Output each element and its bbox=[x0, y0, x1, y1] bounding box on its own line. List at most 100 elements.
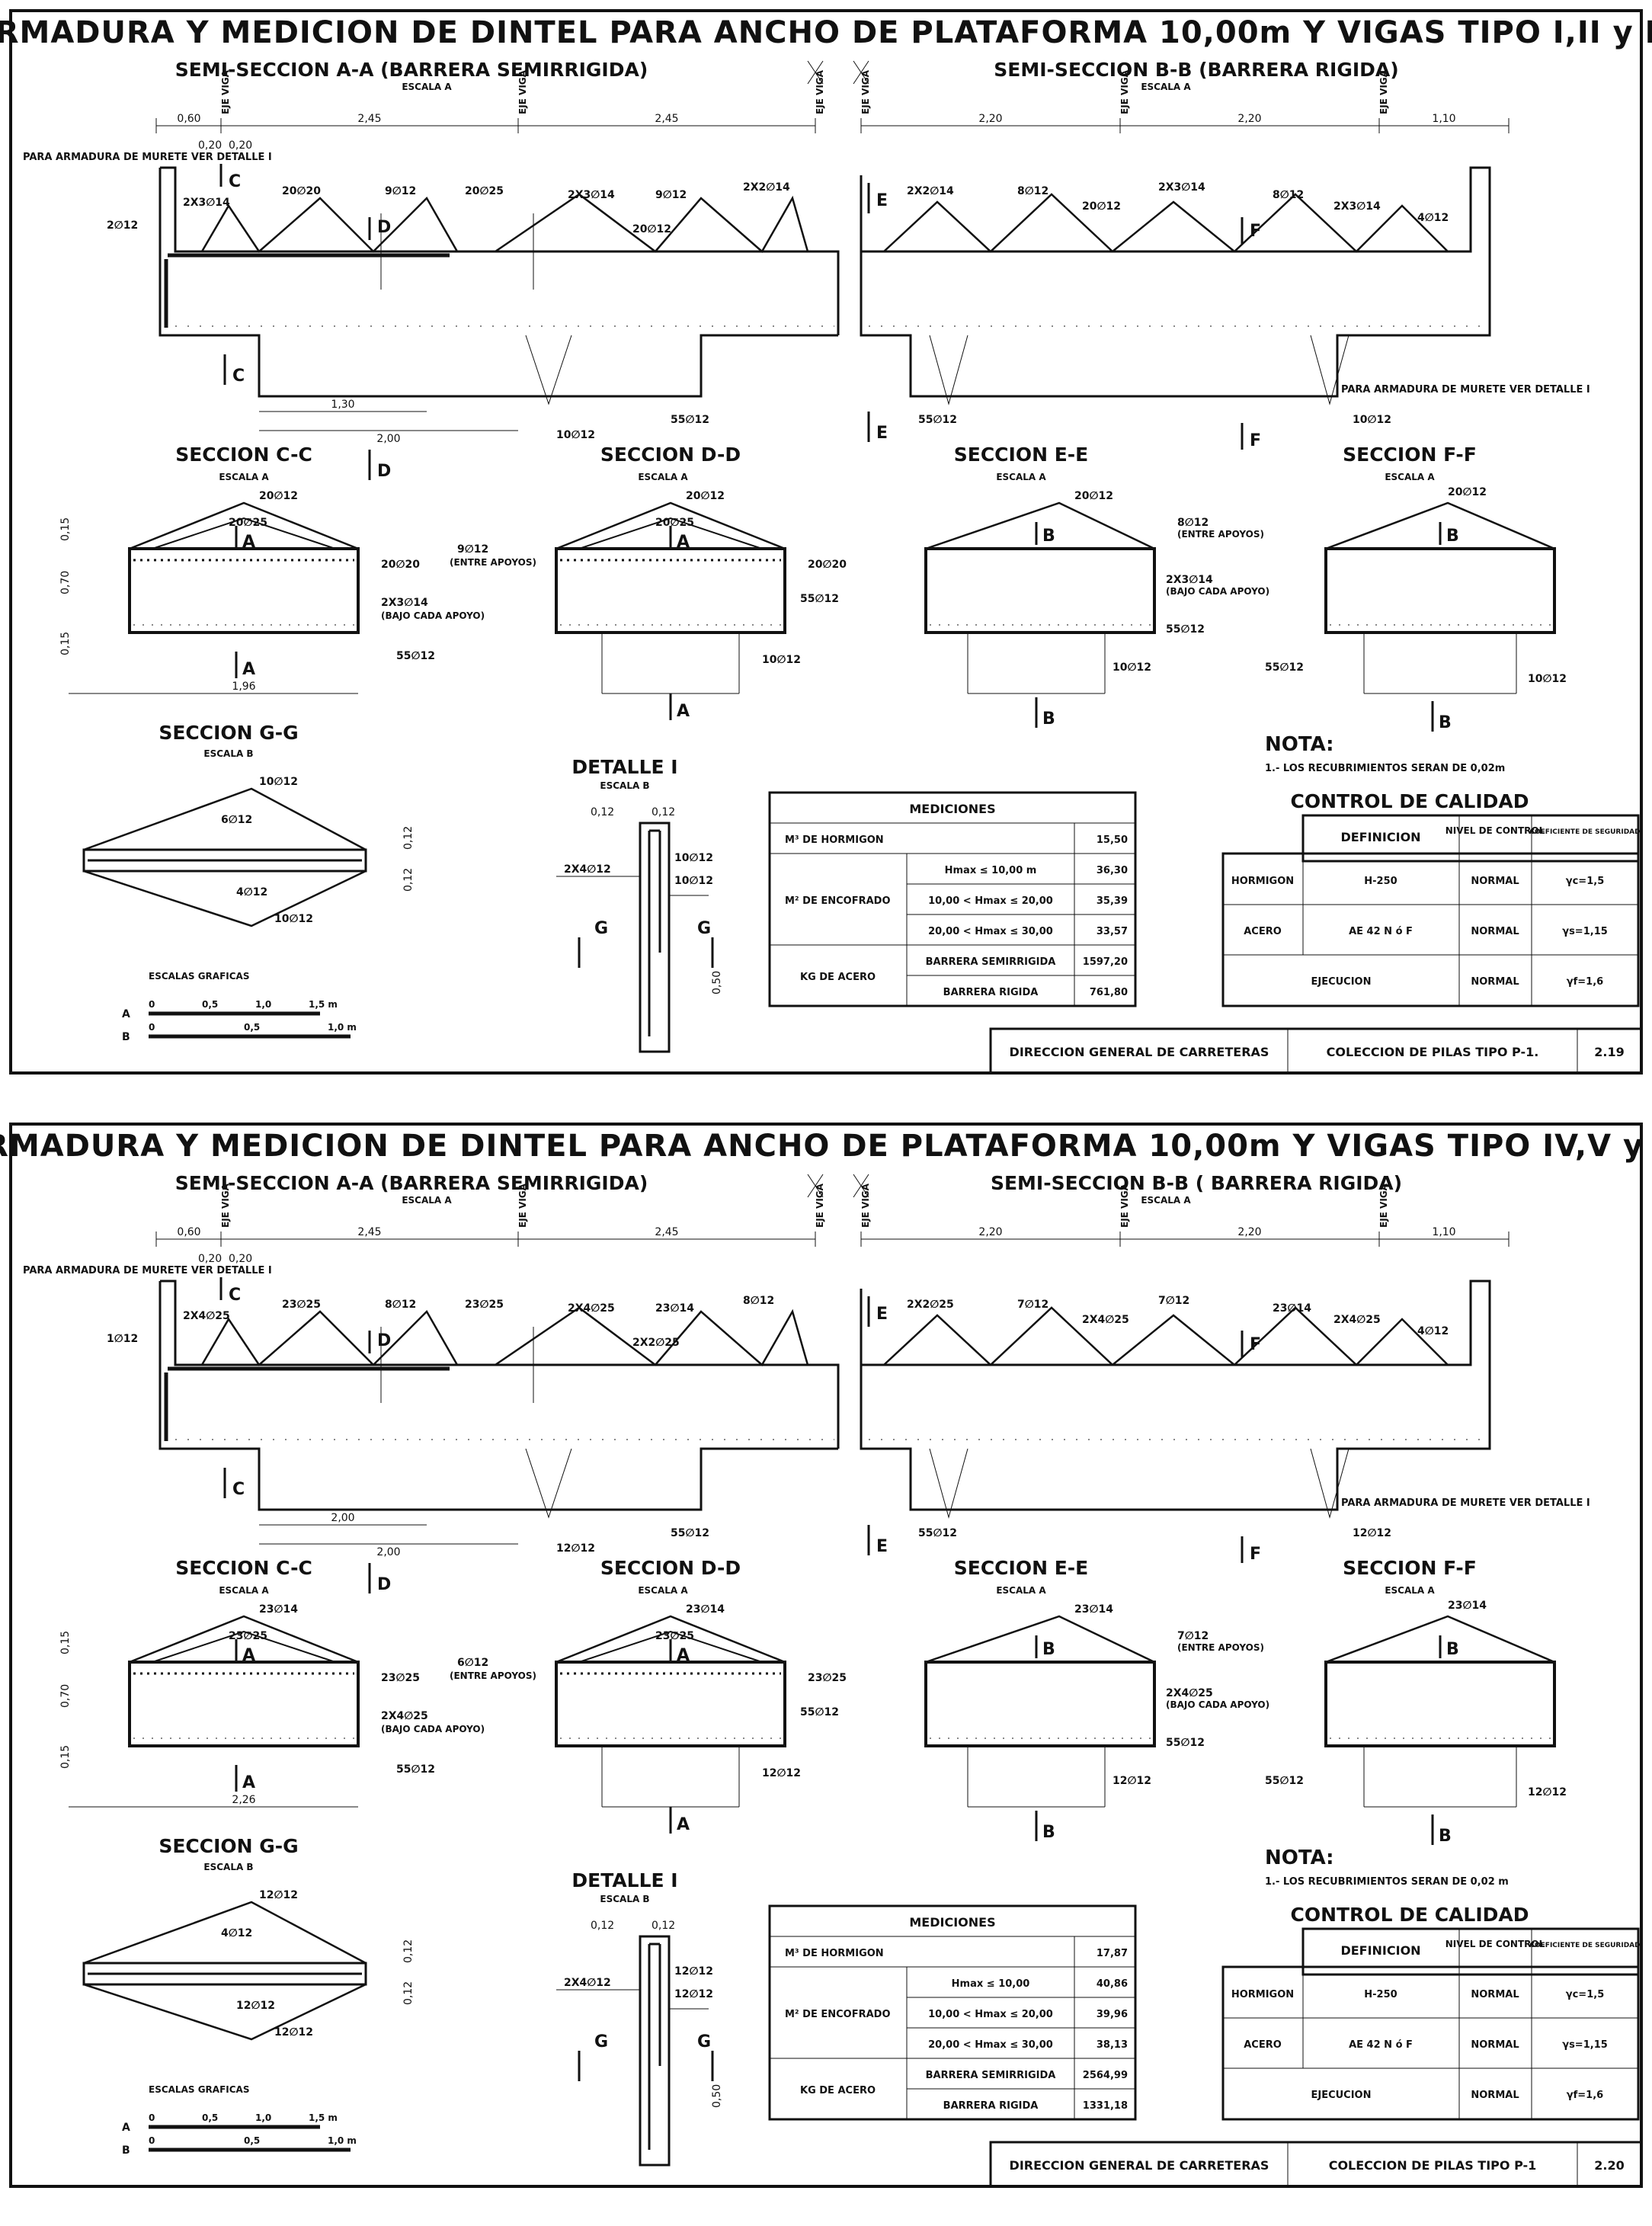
semi-section-a-elevation: 0,60 2,45 2,45 0,20 0,20 EJE VIGA EJE VI… bbox=[23, 1174, 840, 1594]
label-dd-4: 10∅12 bbox=[762, 654, 801, 666]
section-ee-title: SECCION E-E bbox=[954, 1557, 1089, 1579]
footer-coleccion: COLECCION DE PILAS TIPO P-1 bbox=[1329, 2158, 1537, 2173]
label-b-4: 23∅14 bbox=[1273, 1302, 1311, 1315]
section-letter-c-bot: C bbox=[232, 367, 245, 386]
label-cc-1: 23∅25 bbox=[229, 1630, 267, 1642]
control-ejec-coef: γf=1,6 bbox=[1567, 976, 1603, 988]
control-h-nivel: NIVEL DE CONTROL bbox=[1446, 1939, 1545, 1949]
section-gg-scale: ESCALA B bbox=[203, 1862, 253, 1872]
graphic-scales: ESCALAS GRAFICAS A B 0 0,5 1,0 1,5 m 0 0… bbox=[122, 971, 357, 1043]
detail-scale: ESCALA B bbox=[600, 1894, 649, 1904]
sheet-border bbox=[9, 9, 1643, 1075]
label-ee-3: 55∅12 bbox=[1166, 623, 1205, 636]
label-gg-2: 4∅12 bbox=[236, 886, 267, 898]
control-row-1-def: AE 42 N ó F bbox=[1349, 926, 1413, 937]
dim-a-0: 0,60 bbox=[177, 113, 200, 125]
section-cc: SECCION C-C ESCALA A 1,96 20∅12 20∅25 20… bbox=[59, 444, 485, 694]
scale-a-tick-1: 0,5 bbox=[202, 999, 218, 1010]
section-letter-f-bot: F bbox=[1250, 1545, 1261, 1564]
label-b-7: 55∅12 bbox=[918, 414, 957, 426]
label-b-1: 8∅12 bbox=[1017, 185, 1049, 197]
label-cc-3: 2X4∅25 bbox=[381, 1710, 428, 1722]
section-letter-b-ff-bot: B bbox=[1439, 713, 1452, 732]
dim-cc-h1: 0,15 bbox=[59, 1631, 72, 1654]
dim-a-0: 0,60 bbox=[177, 1226, 200, 1238]
label-ff-4: 12∅12 bbox=[1528, 1786, 1567, 1798]
footer-strip: DIRECCION GENERAL DE CARRETERAS COLECCIO… bbox=[989, 2141, 1643, 2188]
section-letter-a-cc-bot: A bbox=[242, 660, 255, 679]
label-ee-2: (BAJO CADA APOYO) bbox=[1166, 1699, 1269, 1710]
section-ee: SECCION E-E ESCALA A 20∅12 2X3∅14 (BAJO … bbox=[924, 444, 1269, 729]
label-gg-0: 10∅12 bbox=[259, 776, 298, 788]
scale-b-tick-2: 1,0 m bbox=[328, 2135, 357, 2146]
label-dd-6: (ENTRE APOYOS) bbox=[450, 1670, 536, 1681]
scale-a-tick-3: 1,5 m bbox=[309, 2112, 338, 2123]
section-letter-e-top: E bbox=[876, 191, 888, 210]
section-dd: SECCION D-D ESCALA A 23∅14 23∅25 23∅25 5… bbox=[450, 1557, 847, 1834]
section-letter-b-ee-bot: B bbox=[1042, 709, 1055, 729]
label-cc-0: 20∅12 bbox=[259, 490, 298, 502]
scale-a-tick-1: 0,5 bbox=[202, 2112, 218, 2123]
mediciones-hormigon-label: M³ DE HORMIGON bbox=[785, 1948, 884, 1959]
section-letter-b-ff-top: B bbox=[1446, 527, 1459, 546]
scale-b-tick-0: 0 bbox=[149, 2135, 155, 2146]
dim-b-1: 2,20 bbox=[1237, 1226, 1261, 1238]
detail-dim-0: 0,12 bbox=[591, 806, 614, 818]
mediciones-encofrado-label: M² DE ENCOFRADO bbox=[785, 2009, 891, 2020]
label-a-8: 1∅12 bbox=[107, 1333, 138, 1345]
mediciones-hormigon-value: 15,50 bbox=[1097, 834, 1128, 846]
section-gg-title: SECCION G-G bbox=[158, 1835, 298, 1857]
label-b-6: 4∅12 bbox=[1417, 1325, 1449, 1337]
control-title: CONTROL DE CALIDAD bbox=[1290, 790, 1529, 812]
murete-note-a: PARA ARMADURA DE MURETE VER DETALLE I bbox=[23, 152, 272, 163]
section-cc: SECCION C-C ESCALA A 2,26 23∅14 23∅25 23… bbox=[59, 1557, 485, 1808]
eje-viga-b1: EJE VIGA bbox=[860, 69, 871, 114]
dim-b-2: 1,10 bbox=[1432, 113, 1455, 125]
detail-label-2: 10∅12 bbox=[674, 875, 713, 887]
label-b-7: 55∅12 bbox=[918, 1527, 957, 1539]
dim-a-small-0: 0,20 bbox=[198, 139, 222, 152]
detail-label-0: 2X4∅12 bbox=[564, 863, 611, 876]
label-ff-1: 7∅12 bbox=[1177, 1630, 1209, 1642]
dim-gg-0: 0,12 bbox=[402, 1939, 415, 1963]
label-ff-1: 8∅12 bbox=[1177, 517, 1209, 529]
eje-viga-b1: EJE VIGA bbox=[860, 1183, 871, 1228]
label-b-8: 10∅12 bbox=[1353, 414, 1391, 426]
dim-b-0: 2,20 bbox=[978, 113, 1002, 125]
label-cc-4: (BAJO CADA APOYO) bbox=[381, 610, 485, 621]
section-letter-d-bot: D bbox=[377, 1575, 391, 1594]
control-row-1-name: ACERO bbox=[1244, 926, 1282, 937]
acero-val-0: 1597,20 bbox=[1083, 956, 1128, 968]
svg-text:B: B bbox=[122, 2144, 130, 2157]
section-ee-scale: ESCALA A bbox=[996, 472, 1046, 482]
control-row-1-nivel: NORMAL bbox=[1471, 2039, 1519, 2051]
label-a-2: 9∅12 bbox=[385, 185, 416, 197]
label-ee-0: 23∅14 bbox=[1074, 1603, 1113, 1616]
svg-text:B: B bbox=[122, 1031, 130, 1043]
detail-letter-g-left: G bbox=[594, 919, 608, 938]
nota: NOTA: 1.- LOS RECUBRIMIENTOS SERAN DE 0,… bbox=[1265, 733, 1505, 774]
section-letter-a-dd-top: A bbox=[677, 533, 690, 552]
drawing-svg: ARMADURA Y MEDICION DE DINTEL PARA ANCHO… bbox=[0, 1123, 1652, 2188]
dim-a-small-1: 0,20 bbox=[229, 139, 252, 152]
semi-section-a-scale: ESCALA A bbox=[402, 1195, 452, 1206]
label-ff-3: 55∅12 bbox=[1265, 661, 1304, 674]
footer-org: DIRECCION GENERAL DE CARRETERAS bbox=[1010, 1045, 1269, 1059]
section-gg-title: SECCION G-G bbox=[158, 722, 298, 744]
label-gg-1: 4∅12 bbox=[221, 1927, 252, 1939]
semi-section-a-scale: ESCALA A bbox=[402, 82, 452, 92]
label-gg-1: 6∅12 bbox=[221, 814, 252, 826]
label-ee-4: 12∅12 bbox=[1113, 1775, 1151, 1787]
acero-val-1: 1331,18 bbox=[1083, 2100, 1128, 2112]
label-ee-3: 55∅12 bbox=[1166, 1737, 1205, 1749]
dim-cc-h: 0,70 bbox=[59, 571, 72, 594]
control-ejec-nivel: NORMAL bbox=[1471, 976, 1519, 988]
dim-a-2: 2,45 bbox=[655, 113, 678, 125]
label-cc-2: 20∅20 bbox=[381, 559, 420, 571]
dim-a-bottom-1: 2,00 bbox=[376, 1546, 400, 1558]
label-dd-0: 20∅12 bbox=[686, 490, 725, 502]
section-dd: SECCION D-D ESCALA A 20∅12 20∅25 20∅20 5… bbox=[450, 444, 847, 721]
control-h-def: DEFINICION bbox=[1340, 830, 1420, 844]
scale-b-tick-1: 0,5 bbox=[244, 1022, 260, 1033]
detail-title: DETALLE I bbox=[571, 1869, 677, 1891]
